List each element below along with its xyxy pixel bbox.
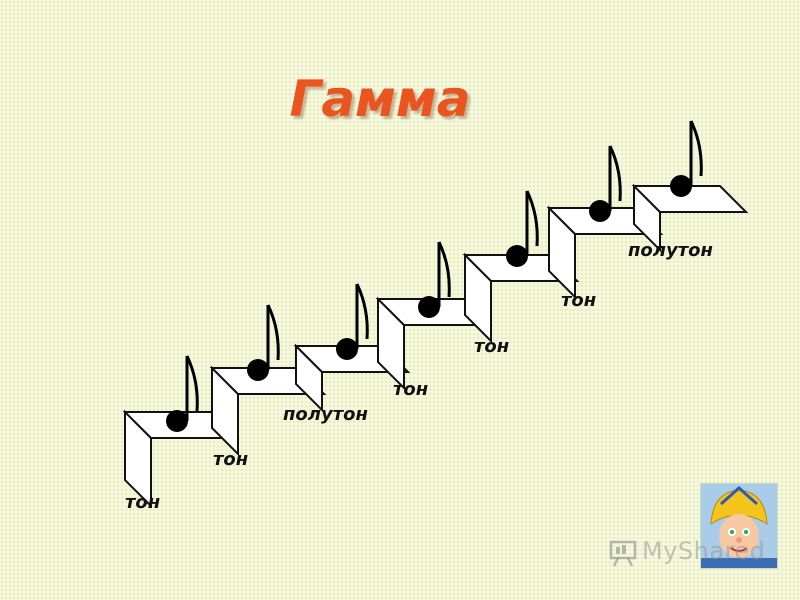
presentation-board-icon [609, 540, 637, 567]
note-flag [185, 355, 199, 412]
eighth-note-icon [166, 355, 199, 432]
eighth-note-icon [336, 283, 369, 360]
note-head [506, 245, 528, 267]
interval-label: полутон [283, 404, 368, 425]
interval-label: тон [474, 336, 509, 357]
note-flag [689, 120, 703, 177]
watermark-text: MyShared [642, 537, 766, 565]
interval-label: тон [561, 290, 596, 311]
note-flag [266, 304, 280, 361]
interval-label: тон [125, 492, 160, 513]
interval-label: тон [213, 449, 248, 470]
note-flag [525, 190, 539, 247]
eighth-note-icon [247, 304, 280, 381]
eighth-note-icon [589, 145, 622, 222]
note-head [247, 359, 269, 381]
note-head [166, 410, 188, 432]
eighth-note-icon [418, 241, 451, 318]
eighth-note-icon [506, 190, 539, 267]
note-head [670, 175, 692, 197]
page-title: Гамма [289, 70, 471, 128]
cartoon-character-icon [700, 483, 778, 569]
interval-label: полутон [628, 240, 713, 261]
stair-step [631, 183, 749, 253]
note-head [336, 338, 358, 360]
note-head [418, 296, 440, 318]
note-flag [437, 241, 451, 298]
note-flag [355, 283, 369, 340]
staircase: тон тон полутон тон тон тон полутон [122, 120, 749, 513]
interval-label: тон [393, 379, 428, 400]
note-head [589, 200, 611, 222]
note-flag [608, 145, 622, 202]
eighth-note-icon [670, 120, 703, 197]
